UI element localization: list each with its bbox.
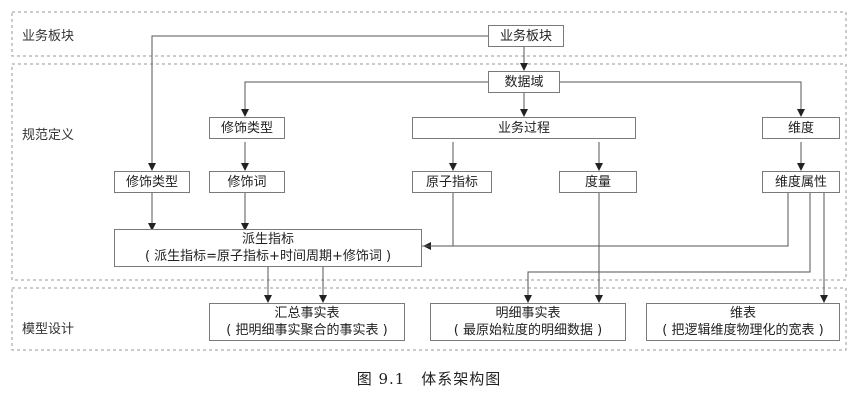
section-label-model: 模型设计 xyxy=(22,322,75,337)
node-dimension-attribute: 维度属性 xyxy=(762,171,840,193)
node-detail-fact-table-desc: ( 最原始粒度的明细数据 ) xyxy=(453,323,603,338)
node-modifier-type-left: 修饰类型 xyxy=(114,171,190,193)
node-detail-fact-table-label: 明细事实表 xyxy=(495,306,561,321)
node-detail-fact-table: 明细事实表 ( 最原始粒度的明细数据 ) xyxy=(430,303,626,341)
node-data-domain-label: 数据域 xyxy=(504,74,544,90)
section-frames xyxy=(11,11,847,351)
model-section-frame xyxy=(11,287,847,351)
section-label-spec: 规范定义 xyxy=(22,128,75,143)
node-business-block-label: 业务板块 xyxy=(499,28,552,44)
connectors xyxy=(148,35,828,303)
node-dimension-table-label: 维表 xyxy=(729,306,756,321)
business-section-frame xyxy=(11,11,847,57)
arrow-attr-to-aggfact xyxy=(319,192,789,303)
node-derived-metric-label: 派生指标 xyxy=(241,232,294,247)
node-business-block: 业务板块 xyxy=(488,25,564,47)
node-business-process-label: 业务过程 xyxy=(497,120,550,136)
node-dimension-attribute-label: 维度属性 xyxy=(774,174,827,190)
node-modifier-type-top-label: 修饰类型 xyxy=(220,120,273,136)
node-business-process: 业务过程 xyxy=(412,117,636,139)
node-aggregate-fact-table: 汇总事实表 ( 把明细事实聚合的事实表 ) xyxy=(209,303,405,341)
node-dimension-table: 维表 ( 把逻辑维度物理化的宽表 ) xyxy=(646,303,840,341)
node-dimension-table-desc: ( 把逻辑维度物理化的宽表 ) xyxy=(662,323,824,338)
node-atomic-metric-label: 原子指标 xyxy=(425,174,478,190)
arrow-business-to-modtype-left xyxy=(148,35,488,171)
arrow-attr-to-detailfact xyxy=(524,192,811,303)
node-data-domain: 数据域 xyxy=(488,71,560,93)
node-measure-label: 度量 xyxy=(584,174,611,190)
node-modifier-word: 修饰词 xyxy=(209,171,285,193)
figure-caption: 图 9.1 体系架构图 xyxy=(356,370,502,388)
arrow-domain-to-dimension xyxy=(560,81,805,117)
node-derived-metric-formula: ( 派生指标=原子指标+时间周期+修饰词 ) xyxy=(144,249,392,264)
arrow-atomic-to-derived xyxy=(423,192,454,250)
node-modifier-type-left-label: 修饰类型 xyxy=(125,174,178,190)
node-aggregate-fact-table-desc: ( 把明细事实聚合的事实表 ) xyxy=(226,323,388,338)
node-dimension: 维度 xyxy=(762,117,840,139)
arrow-domain-to-modtype-top xyxy=(241,81,488,117)
node-aggregate-fact-table-label: 汇总事实表 xyxy=(274,306,340,321)
node-modifier-type-top: 修饰类型 xyxy=(209,117,285,139)
section-label-business: 业务板块 xyxy=(22,29,75,44)
node-measure: 度量 xyxy=(559,171,637,193)
spec-section-frame xyxy=(11,63,847,281)
node-derived-metric: 派生指标 ( 派生指标=原子指标+时间周期+修饰词 ) xyxy=(114,229,422,267)
node-atomic-metric: 原子指标 xyxy=(412,171,492,193)
node-modifier-word-label: 修饰词 xyxy=(227,174,267,190)
node-dimension-label: 维度 xyxy=(787,120,814,136)
